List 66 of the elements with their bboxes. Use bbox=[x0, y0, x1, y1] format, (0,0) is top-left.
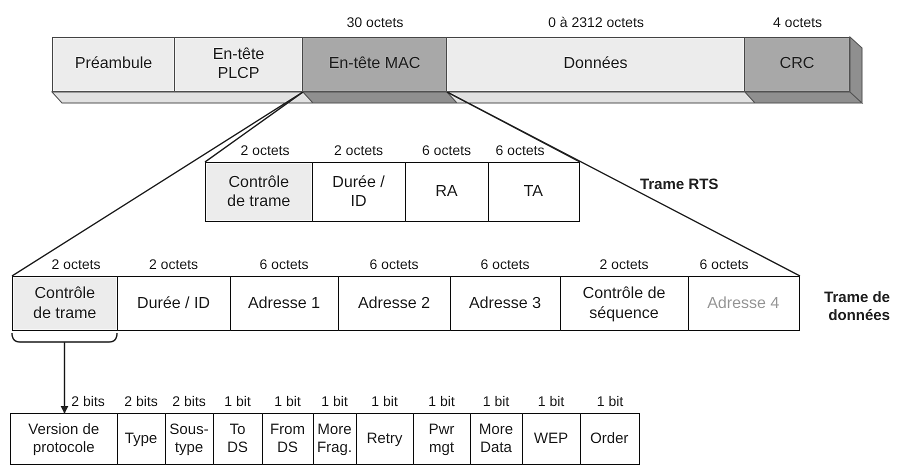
frame-segment bbox=[52, 37, 175, 92]
field-label: More Frag. bbox=[316, 421, 353, 457]
size-label: 0 à 2312 octets bbox=[548, 14, 644, 30]
size-label: 1 bit bbox=[538, 393, 564, 409]
field-cell bbox=[13, 277, 116, 330]
frame-segment bbox=[745, 37, 850, 92]
field-label: Type bbox=[124, 430, 158, 448]
field-label: Version de protocole bbox=[27, 421, 100, 457]
size-label: 1 bit bbox=[224, 393, 251, 409]
frame-row bbox=[205, 162, 580, 222]
field-label: Préambule bbox=[74, 55, 152, 74]
size-label: 4 octets bbox=[772, 14, 822, 30]
frame-row bbox=[12, 276, 800, 331]
field-label: CRC bbox=[780, 55, 814, 74]
size-label: 6 octets bbox=[480, 256, 530, 272]
frame-title: Trame RTS bbox=[640, 176, 720, 194]
size-label: 1 bit bbox=[482, 393, 510, 409]
field-label: Adresse 1 bbox=[248, 294, 320, 314]
field-label: WEP bbox=[534, 430, 568, 448]
size-label: 2 octets bbox=[334, 142, 384, 158]
frame-segment bbox=[175, 37, 303, 92]
expansion-lines bbox=[11, 91, 801, 277]
size-label: 1 bit bbox=[274, 393, 301, 409]
frame-segment bbox=[303, 37, 447, 92]
size-label: 1 bit bbox=[428, 393, 455, 409]
field-label: Pwr mgt bbox=[428, 421, 456, 457]
size-label: 30 octets bbox=[346, 14, 404, 30]
field-label: En-tête MAC bbox=[328, 55, 420, 74]
field-label: From DS bbox=[269, 421, 306, 457]
field-label: Durée / ID bbox=[331, 172, 386, 212]
field-label: Données bbox=[563, 55, 628, 74]
frame-row bbox=[10, 413, 640, 465]
field-label: Contrôle de trame bbox=[226, 172, 292, 212]
field-label: To DS bbox=[226, 421, 249, 457]
field-cell bbox=[206, 163, 312, 221]
size-label: 6 octets bbox=[422, 142, 472, 158]
field-label: Adresse 2 bbox=[358, 294, 430, 314]
size-label: 6 octets bbox=[699, 256, 749, 272]
size-label: 1 bit bbox=[321, 393, 348, 409]
field-label: Durée / ID bbox=[137, 294, 210, 314]
size-label: 2 bits bbox=[172, 393, 206, 409]
size-label: 1 bit bbox=[371, 393, 398, 409]
field-label: RA bbox=[435, 182, 458, 202]
field-label: Contrôle de séquence bbox=[582, 284, 666, 323]
expansion-lines bbox=[204, 91, 581, 163]
size-label: 2 bits bbox=[124, 393, 158, 409]
field-label: Adresse 3 bbox=[468, 294, 542, 314]
size-label: 6 octets bbox=[259, 256, 309, 272]
size-label: 2 bits bbox=[71, 393, 105, 409]
size-label: 2 octets bbox=[599, 256, 649, 272]
size-label: 1 bit bbox=[596, 393, 624, 409]
frame-segment bbox=[447, 37, 745, 92]
field-label: Retry bbox=[366, 430, 402, 448]
field-label: Sous-type bbox=[168, 421, 210, 457]
field-label: En-tête PLCP bbox=[212, 46, 266, 83]
size-label: 2 octets bbox=[240, 142, 290, 158]
field-label: Order bbox=[590, 430, 628, 448]
frame-title: Trame de données bbox=[823, 289, 890, 325]
size-label: 6 octets bbox=[495, 142, 545, 158]
size-label: 2 octets bbox=[148, 256, 198, 272]
field-label: TA bbox=[524, 182, 543, 202]
field-label: More Data bbox=[478, 421, 514, 457]
size-label: 2 octets bbox=[51, 256, 101, 272]
size-label: 6 octets bbox=[369, 256, 419, 272]
field-label: Contrôle de trame bbox=[32, 284, 98, 323]
field-label: Adresse 4 bbox=[707, 294, 780, 314]
